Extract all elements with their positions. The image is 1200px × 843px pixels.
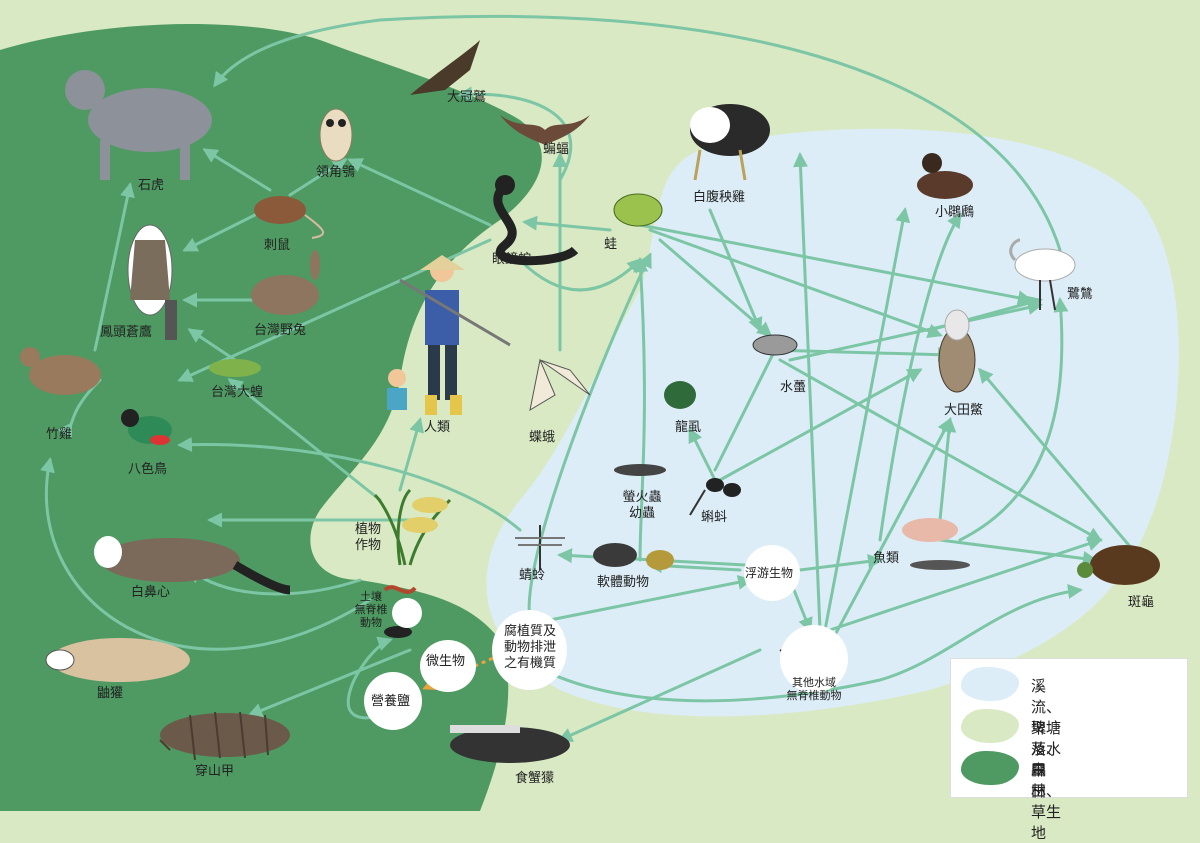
- dragonfly-icon: [515, 525, 565, 570]
- legend: 溪流、埤塘及水田 聚落、旱田、草生地 森林: [950, 658, 1188, 842]
- bat-icon: [500, 115, 590, 145]
- giant-water-bug-icon: [938, 309, 976, 393]
- firefly-larva-icon: [614, 464, 666, 476]
- soil-node: [392, 598, 422, 628]
- plankton-node: [744, 545, 800, 601]
- legend-swatch: [961, 751, 1019, 785]
- label-bat: 蝙蝠: [543, 142, 570, 157]
- label-leopard-cat: 石虎: [138, 178, 165, 193]
- label-grasshopper: 台灣大蝗: [211, 385, 264, 400]
- label-cobra: 眼鏡蛇: [492, 252, 532, 267]
- leopard-cat-icon: [65, 70, 212, 180]
- civet-icon: [94, 536, 291, 595]
- label-mollusk: 軟體動物: [597, 575, 650, 590]
- hawk-eagle-icon: [127, 224, 177, 340]
- frog-icon: [613, 193, 663, 227]
- label-partridge: 竹雞: [46, 427, 73, 442]
- label-organic-matter: 腐植質及 動物排泄 之有機質: [503, 624, 556, 671]
- diving-beetle-icon: [664, 381, 696, 409]
- nutrients-node: [364, 672, 422, 730]
- aquatic-invertebrates-node: [780, 625, 848, 693]
- label-water-boatman: 水蠆: [780, 380, 807, 395]
- hare-icon: [251, 250, 320, 315]
- label-human: 人類: [424, 420, 451, 435]
- label-fish: 魚類: [873, 551, 900, 566]
- label-crops: 植物 作物: [354, 522, 381, 553]
- label-butterfly: 蝶蛾: [529, 430, 556, 445]
- grebe-icon: [917, 153, 973, 199]
- egret-icon: [1009, 238, 1076, 311]
- pangolin-icon: [159, 711, 290, 761]
- microbes-node: [420, 640, 476, 692]
- arrows: [40, 14, 1152, 742]
- label-civet: 白鼻心: [131, 585, 171, 600]
- label-serpent-eagle: 大冠鷲: [447, 90, 487, 105]
- legend-label: 森林: [1031, 761, 1047, 800]
- human-farmer-icon: [399, 255, 511, 415]
- label-frog: 蛙: [604, 237, 618, 252]
- serpent-eagle-icon: [410, 40, 480, 95]
- child-icon: [387, 369, 407, 410]
- ferret-badger-icon: [45, 638, 190, 682]
- soil-invertebrates-icon: [383, 585, 417, 638]
- label-tadpole: 蝌蚪: [701, 510, 728, 525]
- label-soil-invertebrates: 土壤 無脊椎 動物: [354, 590, 388, 629]
- grasshopper-icon: [209, 359, 261, 377]
- butterfly-icon: [529, 358, 591, 412]
- moorhen-icon: [690, 104, 770, 181]
- label-aquatic-invertebrates: 其他水域 無脊椎動物: [786, 676, 842, 702]
- label-hawk-eagle: 鳳頭蒼鷹: [100, 325, 153, 340]
- label-giant-water-bug: 大田鱉: [944, 403, 984, 418]
- legend-swatch: [961, 709, 1019, 743]
- label-dragonfly: 蜻蛉: [519, 568, 546, 583]
- shrew-icon: [254, 196, 324, 239]
- tadpole-icon: [689, 478, 741, 516]
- food-web-diagram: 石虎 領角鴞 刺鼠 鳳頭蒼鷹 台灣野兔 竹雞 台灣大蝗 八色鳥 白鼻心 鼬獾 穿…: [0, 14, 1188, 842]
- water-boatman-icon: [752, 334, 798, 356]
- fish-icon: [902, 518, 970, 570]
- legend-label: 溪流、埤塘及水田: [1031, 677, 1062, 779]
- label-microbes: 微生物: [426, 654, 466, 669]
- mollusk-icon: [593, 543, 674, 570]
- label-egret: 鷺鷥: [1067, 287, 1094, 302]
- organic-matter-node: [492, 610, 567, 690]
- owl-icon: [319, 108, 353, 162]
- partridge-icon: [20, 347, 101, 395]
- label-grebe: 小鸊鷉: [935, 205, 975, 220]
- animal-icons: [20, 40, 1160, 763]
- label-shrew: 刺鼠: [264, 238, 291, 253]
- crops-icon: [373, 488, 452, 566]
- label-plankton: 浮游生物: [745, 566, 794, 580]
- label-pangolin: 穿山甲: [195, 764, 235, 779]
- turtle-icon: [1077, 545, 1160, 585]
- label-nutrients: 營養鹽: [371, 694, 411, 709]
- crab-mongoose-icon: [450, 725, 570, 763]
- label-crab-mongoose: 食蟹獴: [515, 771, 555, 786]
- label-moorhen: 白腹秧雞: [693, 190, 746, 205]
- label-pitta: 八色鳥: [128, 462, 168, 477]
- pitta-icon: [121, 409, 172, 445]
- label-hare: 台灣野兔: [254, 323, 307, 338]
- label-owl: 領角鴞: [316, 165, 356, 180]
- label-firefly-larva: 螢火蟲 幼蟲: [622, 490, 662, 521]
- label-ferret-badger: 鼬獾: [97, 686, 124, 701]
- legend-swatch: [961, 667, 1019, 701]
- label-diving-beetle: 龍虱: [675, 420, 702, 435]
- cobra-icon: [493, 175, 579, 266]
- label-turtle: 斑龜: [1128, 595, 1155, 610]
